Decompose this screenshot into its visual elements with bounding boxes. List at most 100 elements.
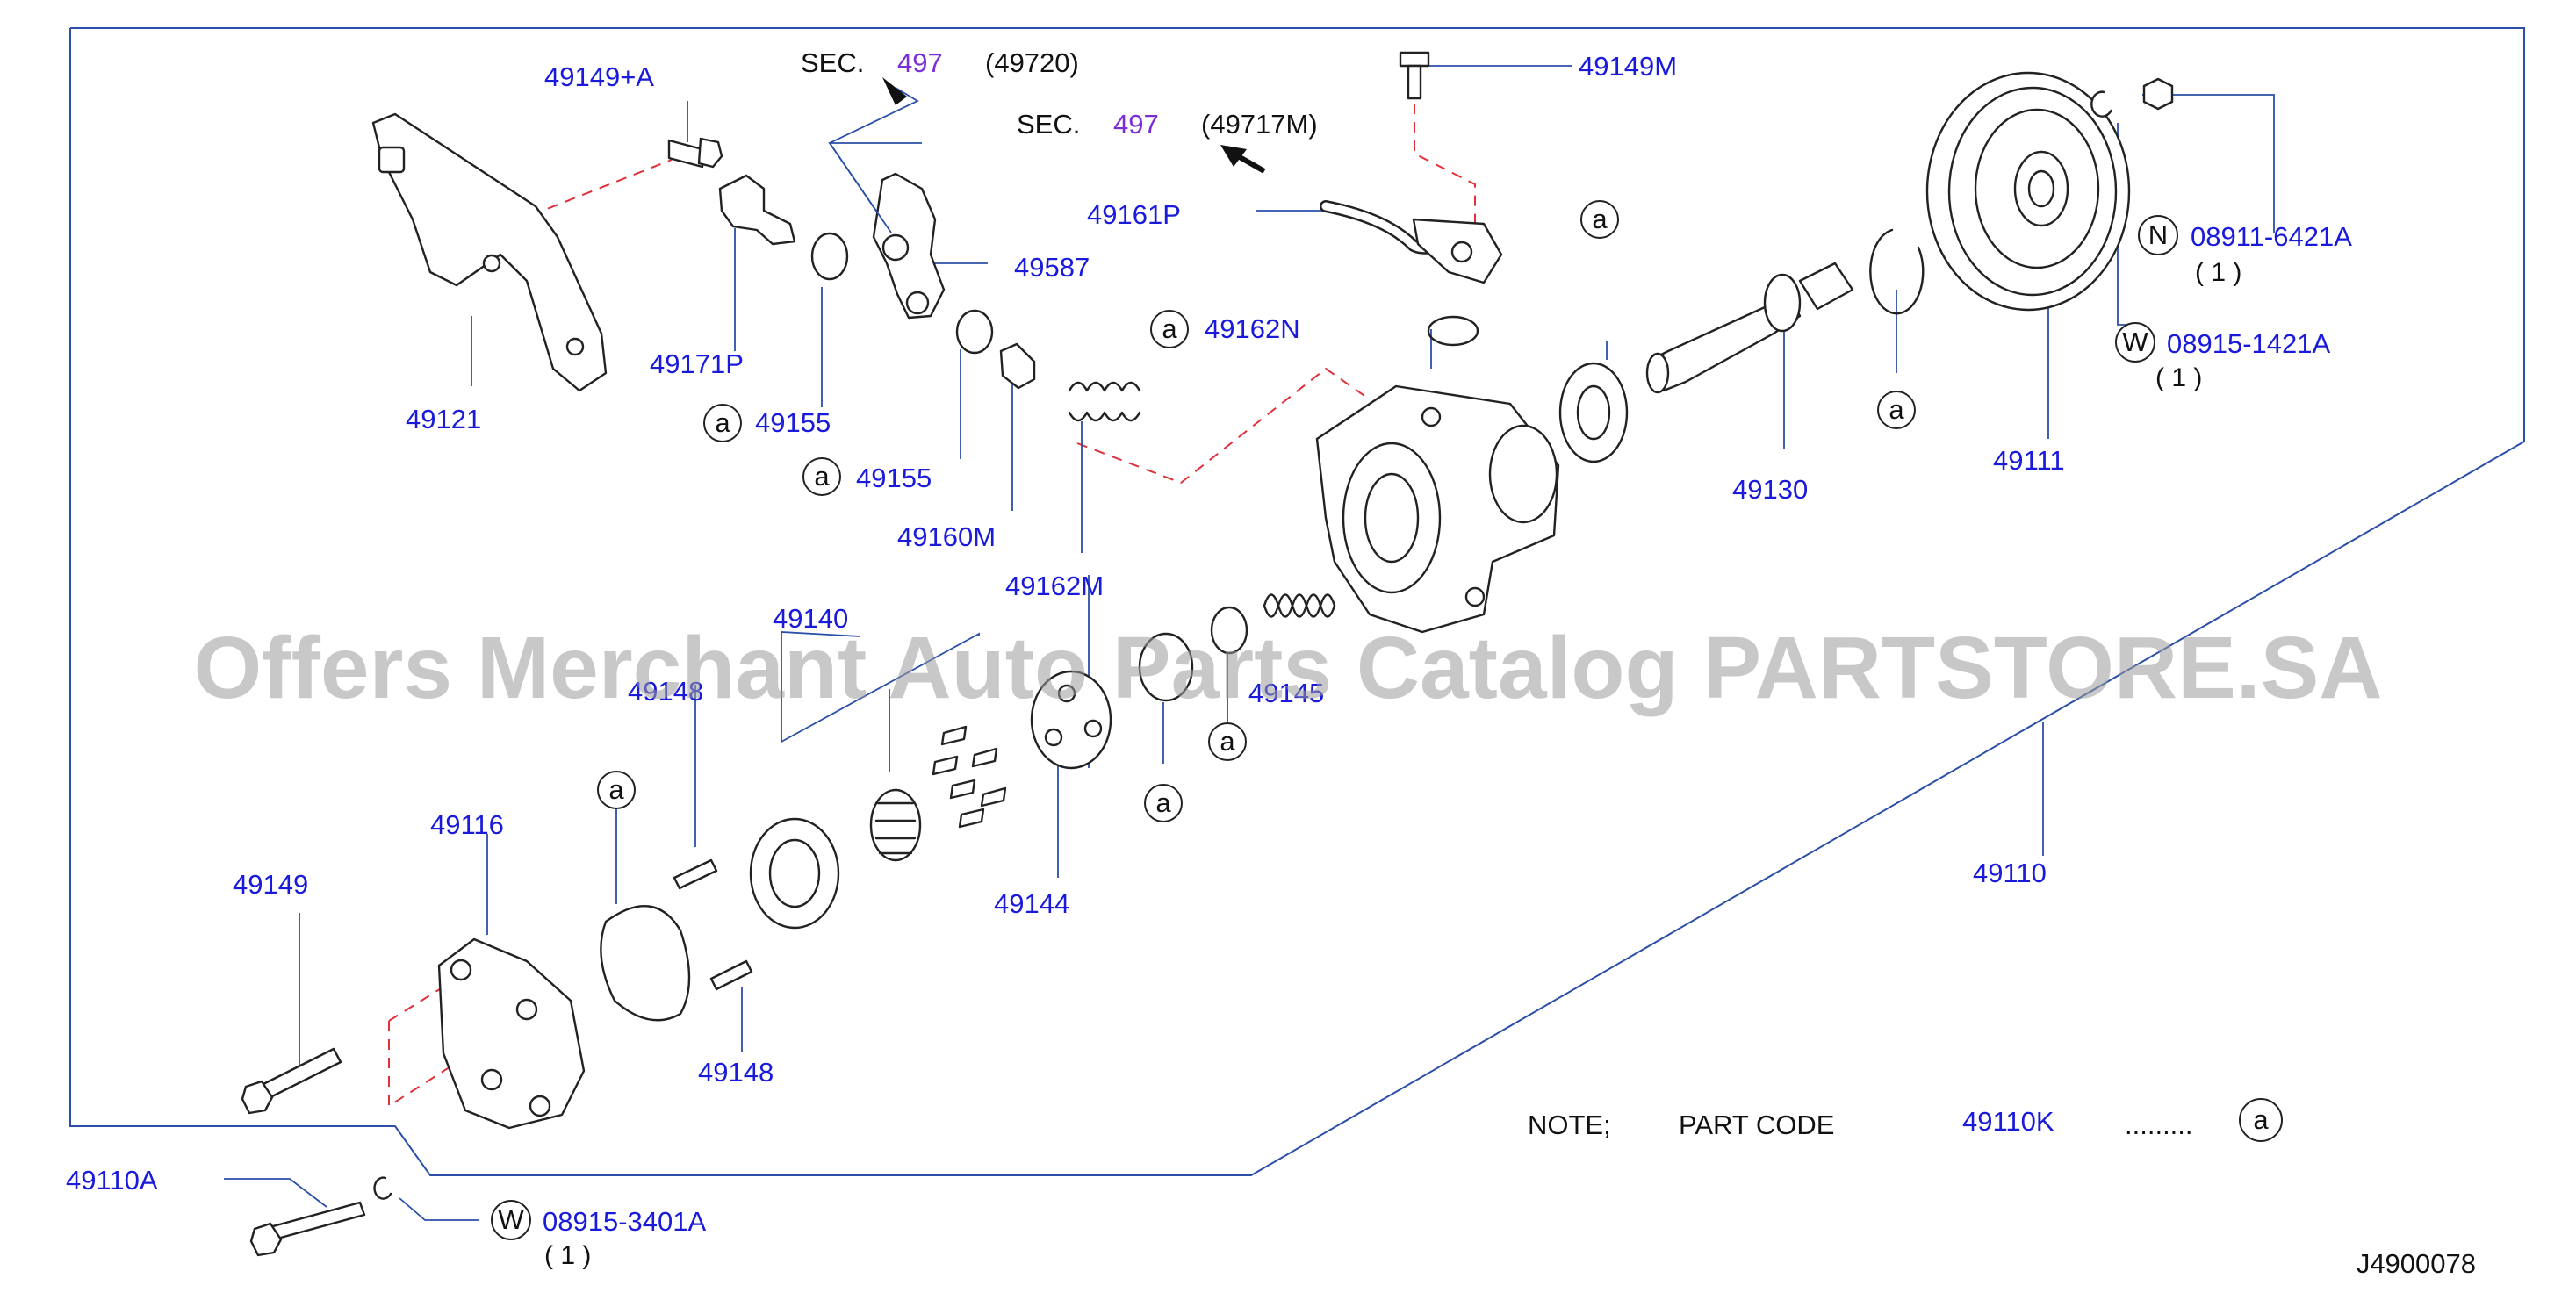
gasket-49162N[interactable] <box>1427 315 1479 347</box>
oring-49155-lower[interactable] <box>955 309 994 355</box>
valve-49160M[interactable] <box>999 342 1036 390</box>
spring[interactable] <box>1263 593 1336 618</box>
label-49111[interactable]: 49111 <box>1993 445 2065 476</box>
marker-a[interactable]: a <box>1580 200 1619 239</box>
marker-a-group: a a a a a a a a a <box>597 200 2283 1142</box>
svg-text:497: 497 <box>1113 109 1159 140</box>
svg-text:08911-6421A: 08911-6421A <box>2191 221 2352 252</box>
label-49162M[interactable]: 49162M <box>1005 571 1104 601</box>
svg-text:497: 497 <box>897 47 943 78</box>
label-49148-lower[interactable]: 49148 <box>698 1057 774 1088</box>
label-49110[interactable]: 49110 <box>1973 858 2047 888</box>
gasket-rear[interactable] <box>600 905 691 1022</box>
svg-text:a: a <box>2253 1104 2269 1135</box>
label-49161P[interactable]: 49161P <box>1087 199 1181 230</box>
svg-text:W: W <box>2122 327 2148 357</box>
part-code-note: NOTE; PART CODE 49110K ......... <box>1528 1106 2193 1140</box>
shaft-49130[interactable] <box>1645 262 1854 394</box>
label-49149[interactable]: 49149 <box>233 869 308 900</box>
marker-a[interactable]: a <box>1150 310 1189 348</box>
marker-a[interactable]: a <box>1144 784 1183 822</box>
label-49140[interactable]: 49140 <box>773 603 848 634</box>
fitting-49171P[interactable] <box>718 174 796 246</box>
svg-text:a: a <box>1162 313 1177 344</box>
bolt-49149[interactable] <box>241 1047 342 1115</box>
hose-49161P[interactable] <box>1320 200 1503 284</box>
washer-w1[interactable] <box>2090 90 2113 118</box>
marker-a-note[interactable]: a <box>2239 1098 2283 1142</box>
pulley-49111[interactable] <box>1925 71 2131 312</box>
svg-text:SEC.: SEC. <box>801 47 864 78</box>
label-49162N[interactable]: 49162N <box>1205 313 1300 344</box>
diagram-code: J4900078 <box>2357 1248 2476 1279</box>
watermark: Offers Merchant Auto Parts Catalog PARTS… <box>194 619 2383 717</box>
svg-text:( 1 ): ( 1 ) <box>544 1241 591 1270</box>
label-49155-upper[interactable]: 49155 <box>755 407 831 438</box>
pin-49148-lower[interactable] <box>709 959 753 991</box>
pin-49148-upper[interactable] <box>673 858 718 890</box>
svg-text:a: a <box>608 774 624 805</box>
note-dots: ......... <box>2125 1110 2193 1140</box>
label-49145[interactable]: 49145 <box>1248 678 1324 708</box>
bolt-49110A[interactable] <box>249 1201 366 1257</box>
hardware-w1[interactable]: W 08915-1421A ( 1 ) <box>2115 322 2330 392</box>
cam-ring[interactable] <box>749 817 840 930</box>
oring-49145-large[interactable] <box>1138 632 1194 702</box>
marker-a[interactable]: a <box>802 457 841 496</box>
svg-text:W: W <box>498 1204 524 1235</box>
label-49144[interactable]: 49144 <box>994 888 1069 919</box>
connector-49587[interactable] <box>872 172 946 320</box>
label-49130[interactable]: 49130 <box>1732 474 1808 505</box>
vanes[interactable] <box>932 725 1007 829</box>
label-49149M[interactable]: 49149M <box>1579 51 1677 82</box>
rotor[interactable] <box>869 788 922 862</box>
seal-ring[interactable] <box>1558 362 1629 463</box>
pump-body[interactable] <box>1315 384 1560 634</box>
label-49116[interactable]: 49116 <box>430 809 504 840</box>
svg-text:SEC.: SEC. <box>1017 109 1080 140</box>
label-49171P[interactable]: 49171P <box>650 348 744 379</box>
oring-49155-upper[interactable] <box>810 232 849 281</box>
label-49587[interactable]: 49587 <box>1014 252 1090 283</box>
svg-text:a: a <box>1592 204 1608 234</box>
hardware-n[interactable]: N 08911-6421A ( 1 ) <box>2138 215 2352 287</box>
section-ref-2[interactable]: SEC. 497 (49717M) <box>1017 109 1318 140</box>
seal-ring-inner <box>1576 384 1611 441</box>
label-49148-upper[interactable]: 49148 <box>628 676 703 707</box>
svg-text:08915-3401A: 08915-3401A <box>543 1206 706 1237</box>
label-49149A[interactable]: 49149+A <box>544 61 654 92</box>
leader-lines <box>224 65 2275 1221</box>
marker-a[interactable]: a <box>703 404 742 442</box>
nut-n[interactable] <box>2142 77 2174 111</box>
rear-cover-49116[interactable] <box>437 937 586 1130</box>
label-49110A[interactable]: 49110A <box>66 1165 158 1196</box>
note-label: NOTE; <box>1528 1110 1611 1140</box>
oring-49145-small[interactable] <box>1210 606 1248 655</box>
svg-text:( 1 ): ( 1 ) <box>2195 258 2241 287</box>
spring-49162M[interactable] <box>1068 381 1141 422</box>
washer-w2[interactable] <box>373 1176 392 1200</box>
svg-text:08915-1421A: 08915-1421A <box>2167 328 2330 359</box>
label-49155-lower[interactable]: 49155 <box>856 463 932 493</box>
section-ref-1[interactable]: SEC. 497 (49720) <box>801 47 1079 78</box>
marker-a[interactable]: a <box>597 771 636 809</box>
bolt-49149M[interactable] <box>1399 51 1430 100</box>
part-code-value[interactable]: 49110K <box>1962 1106 2054 1137</box>
label-49160M[interactable]: 49160M <box>897 521 996 552</box>
svg-text:(49717M): (49717M) <box>1201 109 1318 140</box>
marker-a[interactable]: a <box>1877 391 1916 429</box>
svg-text:a: a <box>1155 787 1171 818</box>
svg-text:a: a <box>1220 726 1235 757</box>
plate-49144[interactable] <box>1030 670 1112 770</box>
bolt-49149A[interactable] <box>667 137 723 169</box>
svg-text:a: a <box>814 461 830 492</box>
part-code-label: PART CODE <box>1679 1110 1834 1140</box>
bracket-49121[interactable] <box>371 112 608 392</box>
hardware-w2[interactable]: W 08915-3401A ( 1 ) <box>491 1200 706 1270</box>
marker-a[interactable]: a <box>1208 722 1247 761</box>
label-49121[interactable]: 49121 <box>406 404 481 434</box>
svg-text:( 1 ): ( 1 ) <box>2155 363 2202 392</box>
snap-ring[interactable] <box>1869 228 1925 315</box>
